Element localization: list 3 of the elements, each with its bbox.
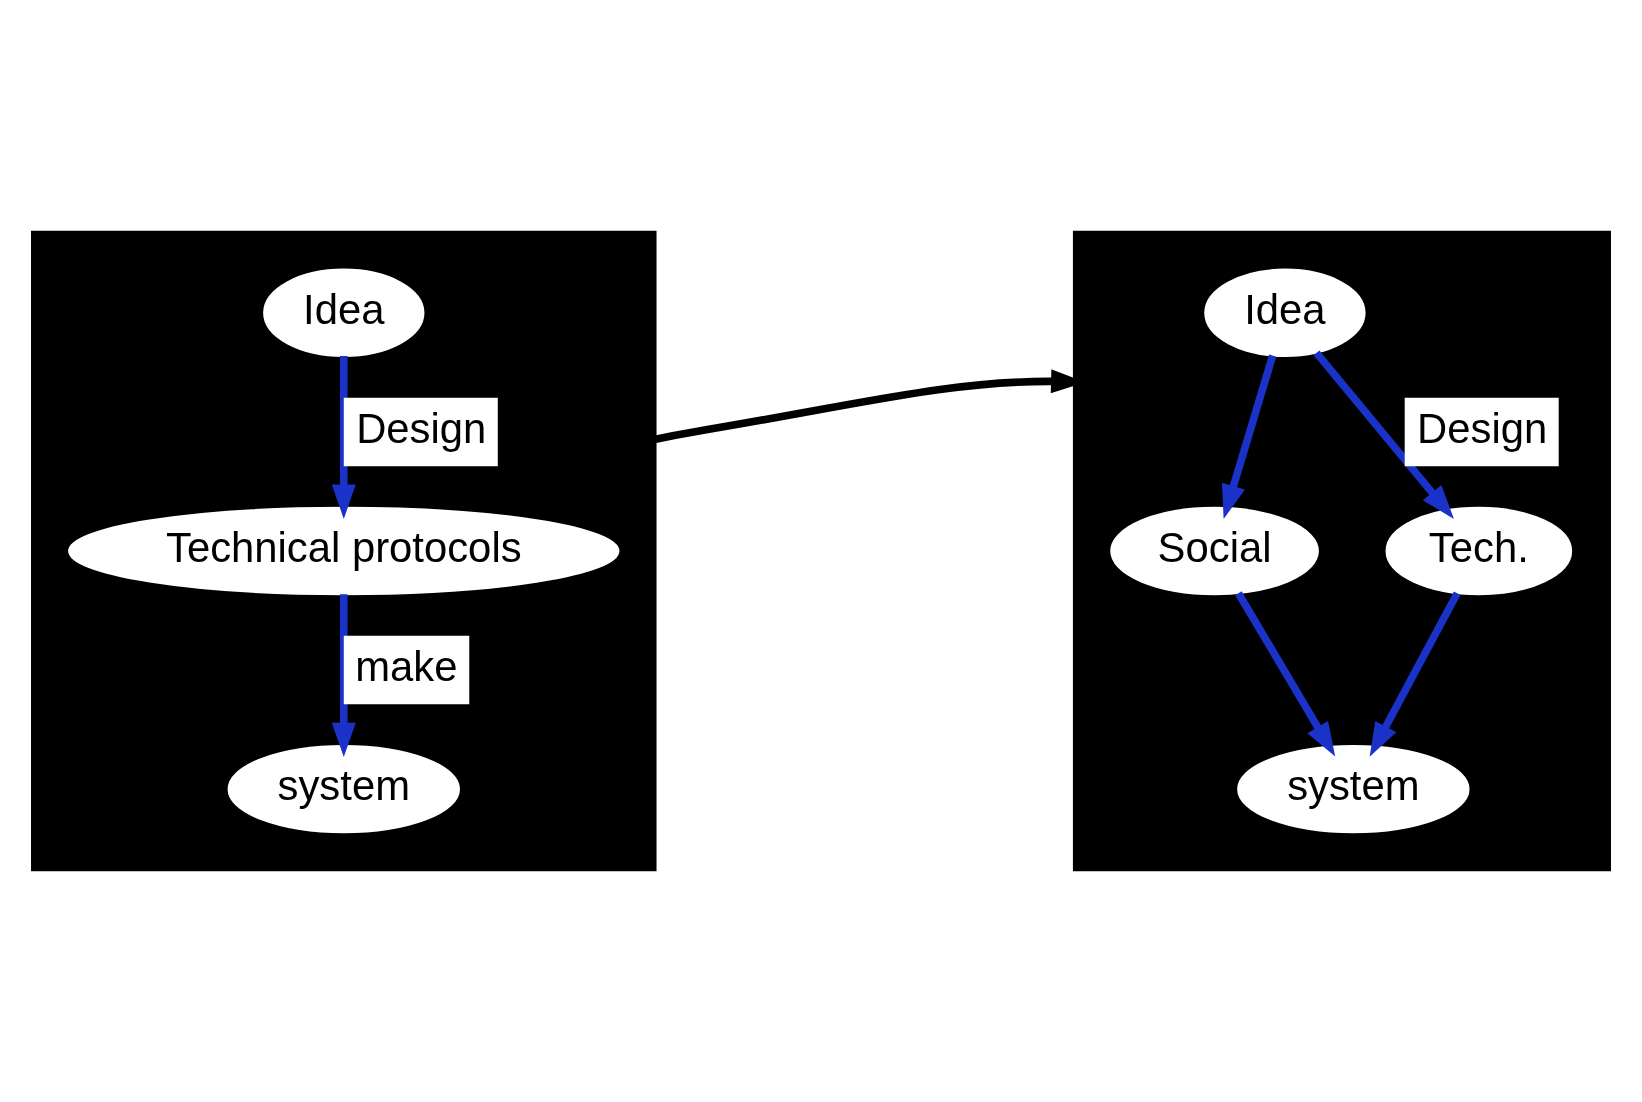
- edge-label: Design: [1417, 404, 1548, 452]
- edge-label: Design: [356, 404, 487, 452]
- edge-label: make: [355, 642, 458, 690]
